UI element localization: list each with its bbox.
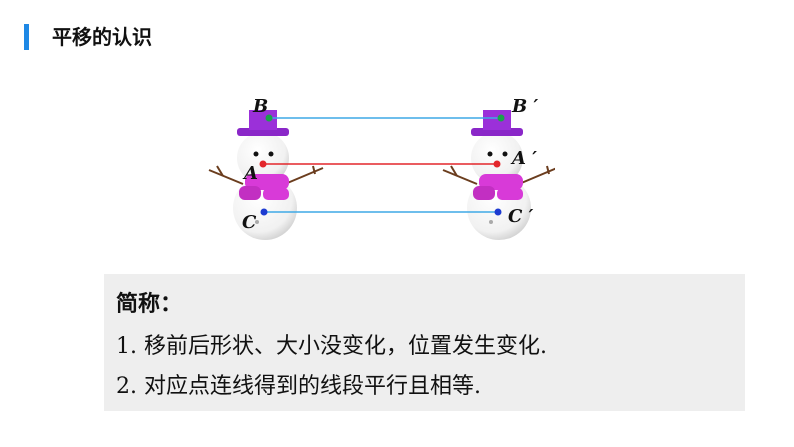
summary-heading: 简称： [116, 292, 183, 317]
point-b-prime [497, 114, 505, 122]
label-c: C [242, 212, 257, 233]
hat-top [483, 110, 511, 130]
point-a-prime [493, 160, 501, 168]
page-title: 平移的认识 [52, 25, 152, 49]
label-b: B [252, 96, 268, 117]
title-accent-bar [24, 24, 29, 50]
scarf [479, 174, 523, 190]
label-b-prime: B ′ [511, 96, 538, 117]
summary-box: 简称： 1. 移前后形状、大小没变化，位置发生变化. 2. 对应点连线得到的线段… [104, 274, 745, 411]
label-c-prime: C ′ [508, 206, 534, 227]
summary-line-2: 2. 对应点连线得到的线段平行且相等. [116, 374, 481, 399]
snowman-original [208, 110, 324, 240]
translation-figure: B A C B ′ A ′ C ′ [195, 88, 558, 270]
label-a-prime: A ′ [510, 148, 537, 169]
point-c-prime [494, 208, 502, 216]
point-c [260, 208, 268, 216]
snowman-head [237, 132, 289, 184]
point-a [259, 160, 267, 168]
snowman-head [471, 132, 523, 184]
snowman-translated [442, 110, 558, 240]
label-a: A [242, 163, 258, 184]
point-b [265, 114, 273, 122]
scarf [245, 174, 289, 190]
summary-line-1: 1. 移前后形状、大小没变化，位置发生变化. [116, 334, 547, 359]
snowman-translation-diagram: B A C B ′ A ′ C ′ [208, 96, 558, 240]
